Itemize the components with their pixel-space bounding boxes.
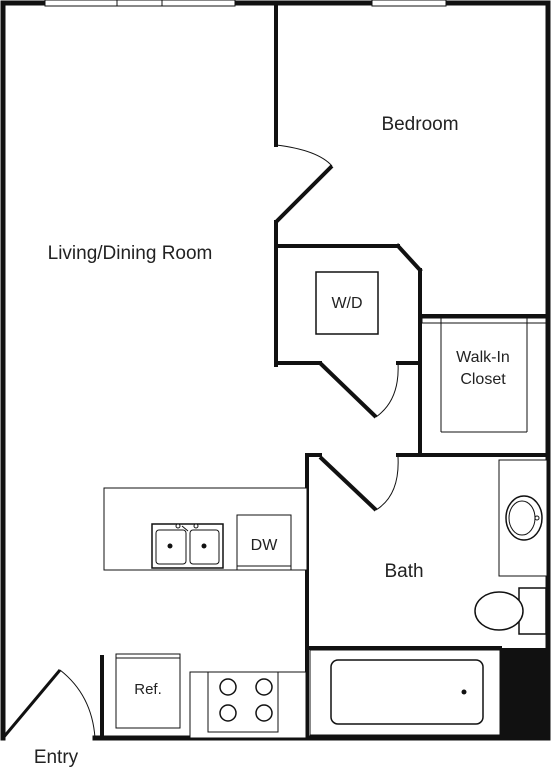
label-entry: Entry — [34, 747, 79, 768]
label-closet-line1: Walk-In — [456, 349, 510, 366]
label-ref: Ref. — [134, 681, 162, 698]
label-bedroom: Bedroom — [381, 114, 458, 135]
refrigerator — [100, 653, 181, 738]
window-top-left — [44, 0, 236, 7]
label-wd: W/D — [331, 295, 362, 312]
wd-closet-door — [318, 361, 399, 419]
bathtub — [309, 649, 501, 736]
label-dw: DW — [251, 537, 279, 554]
toilet — [474, 587, 547, 635]
bath-door — [318, 455, 399, 512]
washer-dryer — [315, 271, 379, 335]
entry-door — [1, 669, 96, 739]
label-living: Living/Dining Room — [48, 243, 213, 264]
bath-vanity — [498, 459, 548, 577]
range — [189, 671, 307, 739]
window-top-right — [371, 0, 447, 7]
kitchen-sink — [151, 523, 224, 569]
mechanical-shaft — [500, 648, 548, 738]
bedroom-door — [274, 144, 334, 224]
label-closet-line2: Closet — [460, 371, 506, 388]
closet-shelving — [421, 317, 547, 433]
dishwasher — [236, 514, 292, 571]
label-bath: Bath — [384, 561, 423, 582]
